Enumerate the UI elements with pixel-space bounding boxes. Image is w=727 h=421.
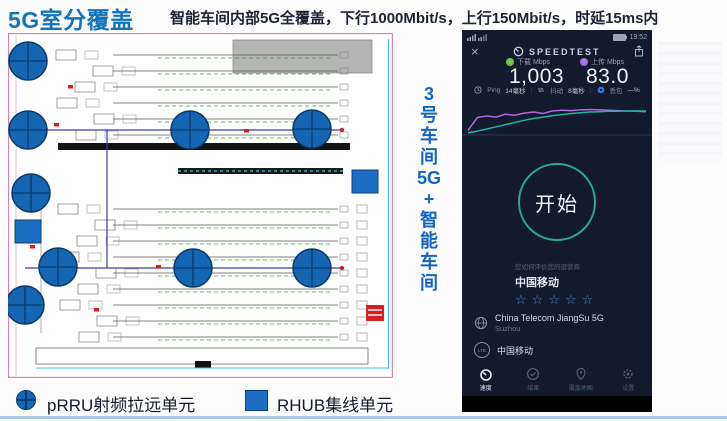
rhub-legend-label: RHUB集线单元: [277, 396, 394, 415]
side-label-char: 车: [420, 252, 438, 272]
star-rating[interactable]: ☆☆☆☆☆: [515, 293, 652, 308]
jitter-label: 抖动: [550, 88, 564, 95]
download-label: ↓ 下载 Mbps: [506, 57, 550, 67]
upload-icon: ↑: [580, 58, 588, 66]
side-label-char: 号: [420, 105, 438, 125]
signal-bars-icon: [467, 34, 476, 41]
nav-item-结果[interactable]: 结果: [510, 364, 558, 395]
nav-item-设置[interactable]: 设置: [605, 364, 653, 395]
nav-label: 设置: [622, 386, 635, 392]
start-button[interactable]: 开始: [518, 163, 596, 241]
lte-badge-icon: LTE: [474, 342, 490, 358]
server-city: Suzhou: [495, 324, 521, 333]
rating-section: 您如何评价您的运营商 中国移动 ☆☆☆☆☆: [462, 261, 652, 308]
phone-nav-bar: 速度 结果 覆盖地图 设置: [462, 364, 652, 395]
loss-label: 丢包: [609, 88, 623, 95]
close-icon[interactable]: ×: [471, 44, 479, 59]
star-icon[interactable]: ☆: [548, 293, 565, 308]
loss-value: —%: [627, 86, 640, 94]
phone-status-bar: 19:52: [462, 30, 652, 43]
ping-label: Ping: [487, 86, 501, 94]
server-row[interactable]: China Telecom JiangSu 5G Suzhou: [474, 313, 644, 333]
nav-item-速度[interactable]: 速度: [462, 364, 510, 395]
gear-icon: [623, 369, 633, 379]
nav-label: 速度: [479, 386, 492, 392]
prru-legend-label: pRRU射频拉远单元: [47, 396, 196, 415]
side-label-char: 间: [420, 147, 438, 167]
side-label-char: 智: [420, 210, 438, 230]
page-title: 5G室分覆盖: [8, 7, 134, 33]
rating-prompt: 您如何评价您的运营商: [515, 264, 580, 271]
download-value: 1,003: [509, 65, 565, 88]
carrier-name: 中国移动: [497, 345, 534, 356]
nav-item-覆盖地图[interactable]: 覆盖地图: [557, 364, 605, 395]
upload-label: ↑ 上传 Mbps: [580, 57, 624, 67]
side-label-char: 间: [420, 273, 438, 293]
latency-row: Ping 14毫秒 | 抖动 8毫秒 | 丢包 —%: [462, 85, 652, 95]
phone-bezel: [462, 396, 652, 412]
side-label-char: 能: [420, 231, 438, 251]
connection-info: China Telecom JiangSu 5G Suzhou LTE 中国移动: [474, 313, 644, 367]
jitter-value: 8毫秒: [568, 88, 585, 95]
ping-value: 14毫秒: [505, 88, 526, 95]
prru-symbol-icon: [16, 390, 36, 410]
jitter-icon: [538, 87, 545, 93]
phone-screenshot: 19:52 × SPEEDTEST ↓: [462, 30, 652, 412]
map-pin-icon: [576, 367, 586, 381]
speedtest-logo: SPEEDTEST: [462, 46, 652, 57]
results-icon: [527, 367, 540, 381]
star-icon[interactable]: ☆: [564, 293, 582, 308]
upload-value: 83.0: [586, 65, 629, 88]
gauge-icon: [479, 369, 492, 381]
signal-icons: [467, 34, 487, 41]
side-label-char: 5G: [416, 168, 441, 188]
legend: pRRU射频拉远单元 RHUB集线单元: [0, 384, 460, 415]
carrier-row[interactable]: LTE 中国移动: [474, 342, 644, 358]
gauge-logo-icon: [514, 46, 524, 57]
side-label-char: +: [423, 189, 435, 209]
phone-app-bar: × SPEEDTEST: [462, 44, 652, 61]
server-name: China Telecom JiangSu 5G: [495, 313, 604, 323]
side-label-char: 车: [420, 126, 438, 146]
share-icon[interactable]: [634, 44, 644, 62]
rating-carrier: 中国移动: [515, 277, 559, 289]
download-icon: ↓: [506, 58, 514, 66]
nav-label: 覆盖地图: [568, 386, 593, 392]
side-label-char: 3: [423, 84, 434, 104]
speed-graph: [462, 108, 652, 136]
rhub-symbol-icon: [245, 390, 268, 411]
header: 5G室分覆盖 智能车间内部5G全覆盖，下行1000Mbit/s，上行150Mbi…: [0, 0, 727, 33]
status-time: 19:52: [629, 34, 647, 41]
nav-label: 结果: [527, 386, 540, 392]
floorplan-drawing: [5, 32, 394, 379]
floorplan-panel: [5, 32, 394, 379]
background-ghost-text: [658, 42, 722, 162]
slide-bottom-border: [0, 416, 727, 419]
globe-icon: [474, 316, 488, 330]
ping-clock-icon: [474, 86, 482, 94]
packet-loss-icon: [597, 86, 604, 94]
battery-icon: [613, 34, 628, 41]
star-icon[interactable]: ☆: [581, 293, 599, 308]
star-icon[interactable]: ☆: [531, 293, 549, 308]
star-icon[interactable]: ☆: [515, 293, 532, 308]
subtitle-specs: 智能车间内部5G全覆盖，下行1000Mbit/s，上行150Mbit/s，时延1…: [170, 10, 659, 27]
signal-bars-icon: [478, 34, 487, 41]
